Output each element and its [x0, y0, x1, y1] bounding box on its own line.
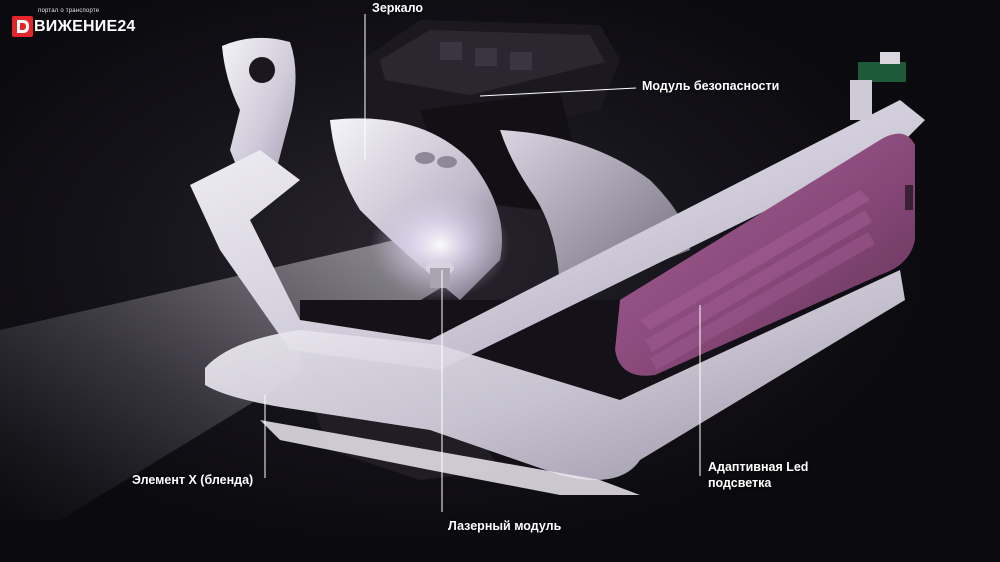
- connector: [850, 52, 906, 120]
- mounting-bracket: [222, 37, 296, 200]
- label-adaptive-led-line2: подсветка: [708, 476, 772, 490]
- label-mirror: Зеркало: [372, 1, 424, 15]
- laser-glow: [370, 190, 510, 300]
- label-element-x: Элемент X (бленда): [132, 473, 254, 487]
- label-safety-module: Модуль безопасности: [642, 79, 780, 93]
- site-logo[interactable]: портал о транспорте ВИЖЕНИЕ24: [12, 8, 162, 40]
- bezel-frame: [190, 100, 925, 495]
- adaptive-led-panel: [615, 133, 915, 376]
- red-square-d-icon: [12, 16, 33, 37]
- label-adaptive-led-line1: Адаптивная Led: [708, 460, 809, 474]
- logo-wordmark: ВИЖЕНИЕ24: [34, 18, 136, 35]
- label-laser-module: Лазерный модуль: [448, 519, 562, 533]
- leader-safety: [479, 87, 637, 97]
- label-adaptive-led: Адаптивная Led подсветка: [708, 459, 818, 491]
- logo-tagline: портал о транспорте: [38, 8, 100, 14]
